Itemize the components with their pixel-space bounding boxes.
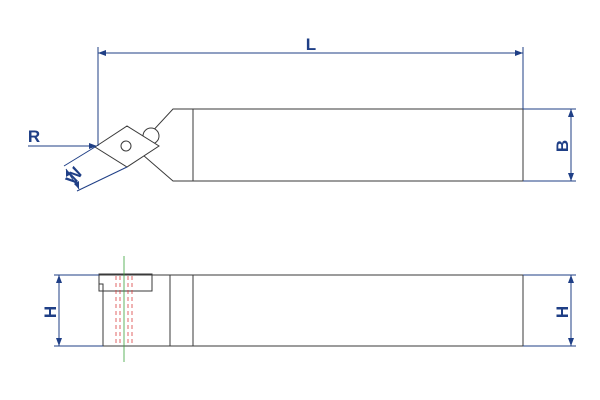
dimension-width: B xyxy=(523,108,576,182)
dimension-height-right: H xyxy=(523,274,576,347)
top-view xyxy=(94,108,524,182)
dimension-radius: R xyxy=(28,127,97,149)
insert-hole xyxy=(120,140,132,152)
side-view-shank xyxy=(192,274,524,347)
insert-width-label: W xyxy=(62,163,87,188)
side-view-head xyxy=(98,274,194,347)
dimension-length: L xyxy=(97,35,524,146)
length-label: L xyxy=(306,35,316,54)
width-label: B xyxy=(553,140,572,152)
radius-label: R xyxy=(28,127,40,146)
dimension-height-left: H xyxy=(41,274,103,347)
height-right-label: H xyxy=(553,306,572,318)
insert-pocket xyxy=(98,273,153,292)
height-left-label: H xyxy=(41,306,60,318)
top-view-shank xyxy=(192,108,524,182)
side-view xyxy=(98,256,524,362)
